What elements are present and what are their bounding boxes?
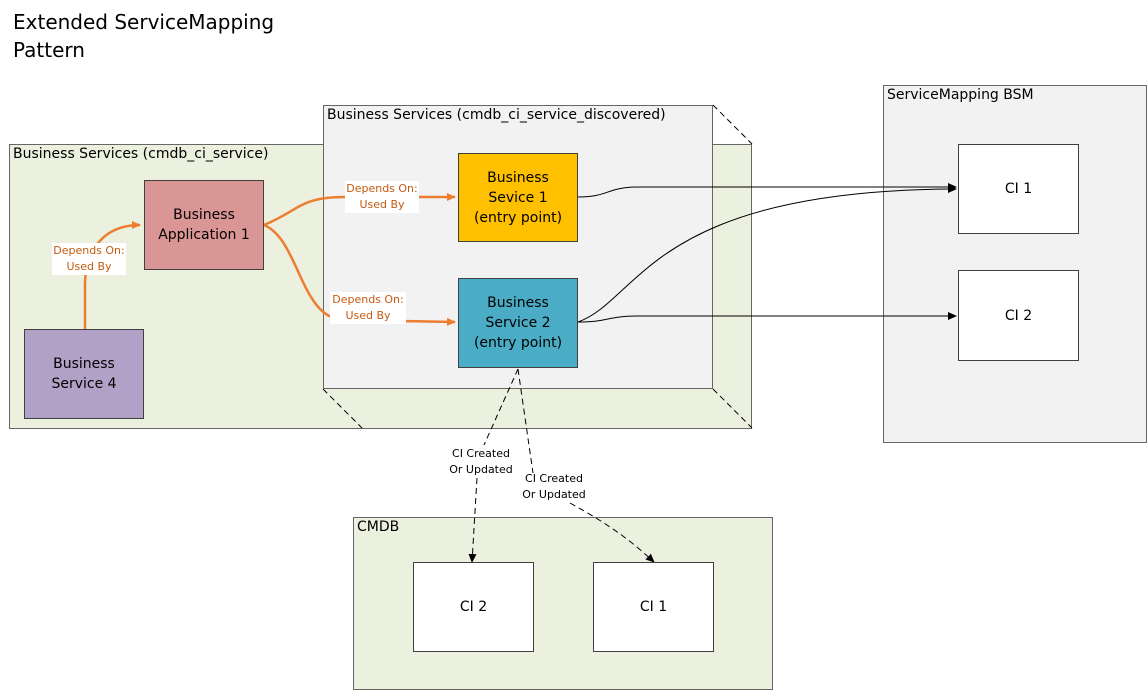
cmdb-label: CMDB xyxy=(357,519,400,535)
edge-label-svc2-to-cmdb-ci2: CI Created Or Updated xyxy=(449,447,513,476)
diagram-title: Extended ServiceMapping Pattern xyxy=(13,10,275,62)
edge-label-svc2-to-cmdb-ci1: CI Created Or Updated xyxy=(522,472,586,501)
business-service-1-node: Business Sevice 1 (entry point) xyxy=(458,153,578,242)
business-services-discovered-label: Business Services (cmdb_ci_service_disco… xyxy=(327,107,666,123)
cmdb-ci-1-node: CI 1 xyxy=(593,562,714,652)
bsm-ci-2-node: CI 2 xyxy=(958,270,1079,361)
business-services-label: Business Services (cmdb_ci_service) xyxy=(13,146,269,162)
servicemapping-bsm-container: ServiceMapping BSM xyxy=(883,85,1147,443)
business-service-4-node: Business Service 4 xyxy=(24,329,144,419)
edge-label-app1-to-svc1: Depends On: Used By xyxy=(345,181,419,213)
bsm-ci-1-node: CI 1 xyxy=(958,144,1079,234)
cmdb-ci-2-node: CI 2 xyxy=(413,562,534,652)
servicemapping-bsm-label: ServiceMapping BSM xyxy=(887,87,1034,103)
business-application-1-node: Business Application 1 xyxy=(144,180,264,270)
business-service-2-node: Business Service 2 (entry point) xyxy=(458,278,578,368)
edge-label-app1-to-svc2: Depends On: Used By xyxy=(330,292,406,324)
edge-label-svc4-to-app1: Depends On: Used By xyxy=(52,243,126,275)
